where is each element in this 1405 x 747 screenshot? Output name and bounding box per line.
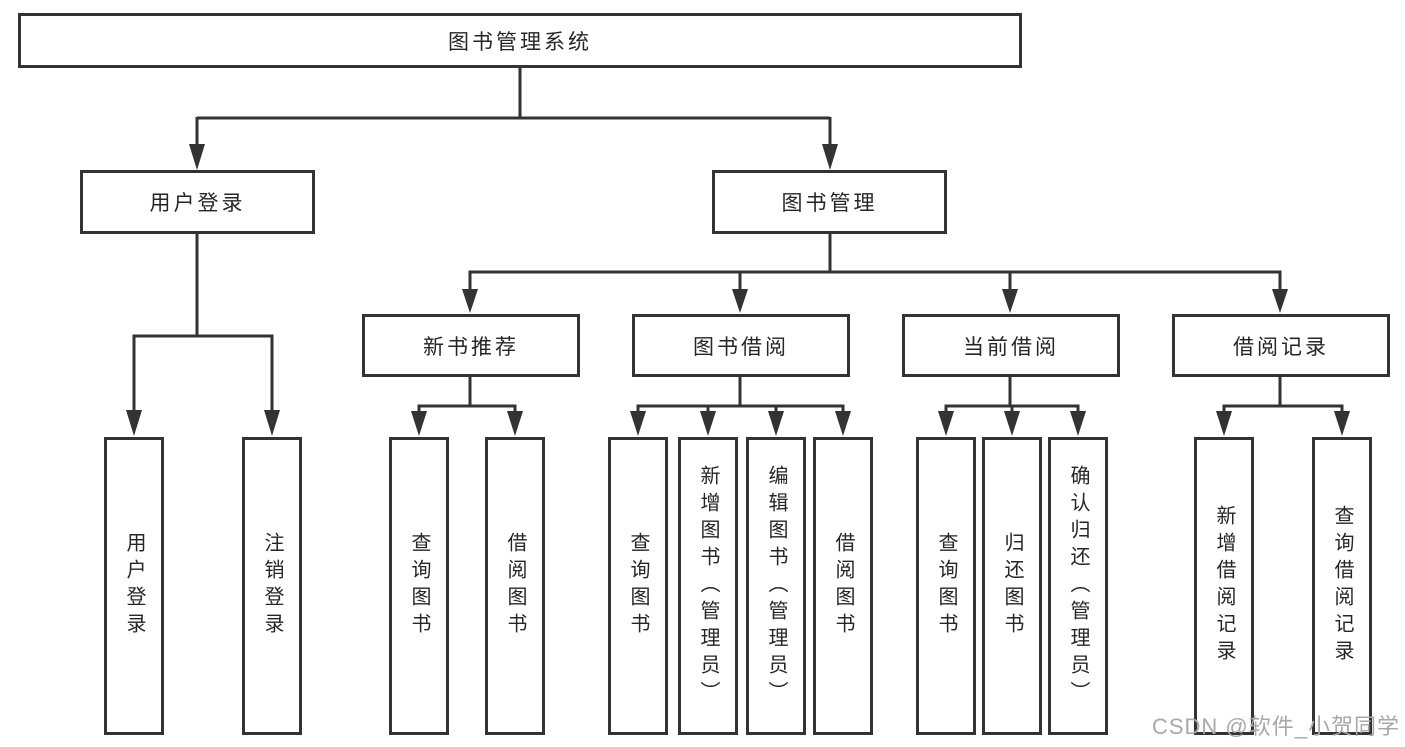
node-label: 归还图书: [1001, 532, 1023, 640]
leaf-user-login: 用户登录: [104, 437, 164, 735]
node-book-management: 图书管理: [712, 170, 947, 234]
node-label: 图书管理系统: [448, 30, 592, 54]
node-label: 查询图书: [408, 532, 430, 640]
node-current-borrowing: 当前借阅: [902, 314, 1120, 377]
leaf-borrow-books-borrowing: 借阅图书: [813, 437, 873, 735]
csdn-watermark: CSDN @软件_小贺同学: [1151, 714, 1400, 739]
node-user-login: 用户登录: [80, 170, 315, 234]
node-label: 用户登录: [149, 192, 246, 215]
leaf-query-books-current: 查询图书: [916, 437, 976, 735]
node-label: 用户登录: [123, 532, 145, 640]
node-label: 查询图书: [627, 532, 649, 640]
node-label: 新增图书（管理员）: [697, 464, 719, 708]
node-new-book-recommendation: 新书推荐: [362, 314, 580, 377]
node-label: 借阅图书: [832, 532, 854, 640]
node-label: 编辑图书（管理员）: [765, 464, 787, 708]
node-label: 当前借阅: [963, 335, 1059, 359]
node-label: 新增借阅记录: [1213, 505, 1235, 667]
node-label: 图书借阅: [693, 335, 789, 359]
node-label: 确认归还（管理员）: [1067, 464, 1089, 708]
node-book-borrowing: 图书借阅: [632, 314, 850, 377]
node-label: 查询借阅记录: [1331, 505, 1353, 667]
node-library-management-system: 图书管理系统: [18, 13, 1022, 68]
leaf-return-books: 归还图书: [982, 437, 1042, 735]
node-borrowing-records: 借阅记录: [1172, 314, 1390, 377]
node-label: 新书推荐: [423, 335, 519, 359]
leaf-confirm-return-admin: 确认归还（管理员）: [1048, 437, 1108, 735]
node-label: 注销登录: [261, 532, 283, 640]
leaf-edit-book-admin: 编辑图书（管理员）: [746, 437, 806, 735]
leaf-query-borrow-record: 查询借阅记录: [1312, 437, 1372, 735]
leaf-query-books-borrowing: 查询图书: [608, 437, 668, 735]
node-label: 借阅记录: [1233, 335, 1329, 359]
leaf-logout: 注销登录: [242, 437, 302, 735]
node-label: 借阅图书: [504, 532, 526, 640]
leaf-add-book-admin: 新增图书（管理员）: [678, 437, 738, 735]
leaf-query-books-recommendation: 查询图书: [389, 437, 449, 735]
node-label: 图书管理: [781, 192, 878, 215]
leaf-borrow-books-recommendation: 借阅图书: [485, 437, 545, 735]
node-label: 查询图书: [935, 532, 957, 640]
leaf-add-borrow-record: 新增借阅记录: [1194, 437, 1254, 735]
